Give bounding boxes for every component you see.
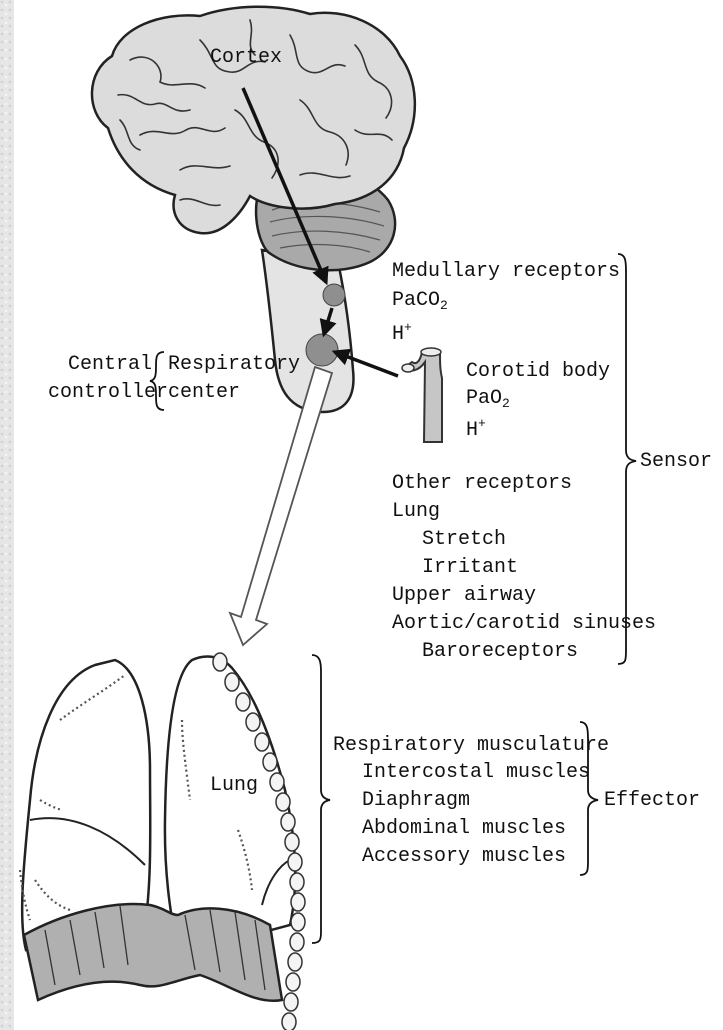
aortic-carotid-label: Aortic/carotid sinuses bbox=[392, 614, 656, 634]
h-superscript-2: + bbox=[478, 416, 486, 431]
controller-label: controller bbox=[48, 383, 168, 403]
brainstem bbox=[262, 250, 353, 412]
lungs-illustration bbox=[20, 653, 305, 1030]
medullary-receptor-node bbox=[323, 284, 345, 306]
paco2-base: PaCO bbox=[392, 289, 440, 312]
irritant-label: Irritant bbox=[422, 558, 518, 578]
abdominal-muscles-label: Abdominal muscles bbox=[362, 819, 566, 839]
sensor-brace bbox=[618, 254, 636, 664]
carotid-body-illustration bbox=[402, 348, 442, 442]
sensor-label: Sensor bbox=[640, 452, 712, 472]
pao2-label: PaO2 bbox=[466, 389, 510, 414]
intercostal-muscles-label: Intercostal muscles bbox=[362, 763, 590, 783]
accessory-muscles-label: Accessory muscles bbox=[362, 847, 566, 867]
controller-to-effector-arrow bbox=[230, 367, 332, 645]
baroreceptors-label: Baroreceptors bbox=[422, 642, 578, 662]
pao2-subscript: 2 bbox=[502, 396, 510, 411]
upper-airway-label: Upper airway bbox=[392, 586, 536, 606]
h-ion-label-medullary: H+ bbox=[392, 318, 412, 345]
effector-label: Effector bbox=[604, 791, 700, 811]
lung-receptors-label: Lung bbox=[392, 502, 440, 522]
corotid-body-label: Corotid body bbox=[466, 362, 610, 382]
diaphragm-label: Diaphragm bbox=[362, 791, 470, 811]
lung-label: Lung bbox=[210, 776, 258, 796]
central-label: Central bbox=[68, 355, 152, 375]
pao2-base: PaO bbox=[466, 387, 502, 410]
respiratory-center-label-2: center bbox=[168, 383, 240, 403]
respiratory-center-node bbox=[306, 334, 338, 366]
paco2-subscript: 2 bbox=[440, 298, 448, 313]
other-receptors-label: Other receptors bbox=[392, 474, 572, 494]
medullary-receptors-label: Medullary receptors bbox=[392, 262, 620, 282]
lung-group-brace bbox=[312, 655, 330, 943]
h-base-2: H bbox=[466, 419, 478, 442]
respiratory-center-label-1: Respiratory bbox=[168, 355, 300, 375]
h-ion-label-carotid: H+ bbox=[466, 414, 486, 441]
cortex-label: Cortex bbox=[210, 48, 282, 68]
stretch-label: Stretch bbox=[422, 530, 506, 550]
diaphragm bbox=[24, 904, 282, 1001]
respiratory-musculature-label: Respiratory musculature bbox=[333, 736, 609, 756]
paco2-label: PaCO2 bbox=[392, 291, 448, 316]
h-superscript: + bbox=[404, 320, 412, 335]
h-base: H bbox=[392, 323, 404, 346]
